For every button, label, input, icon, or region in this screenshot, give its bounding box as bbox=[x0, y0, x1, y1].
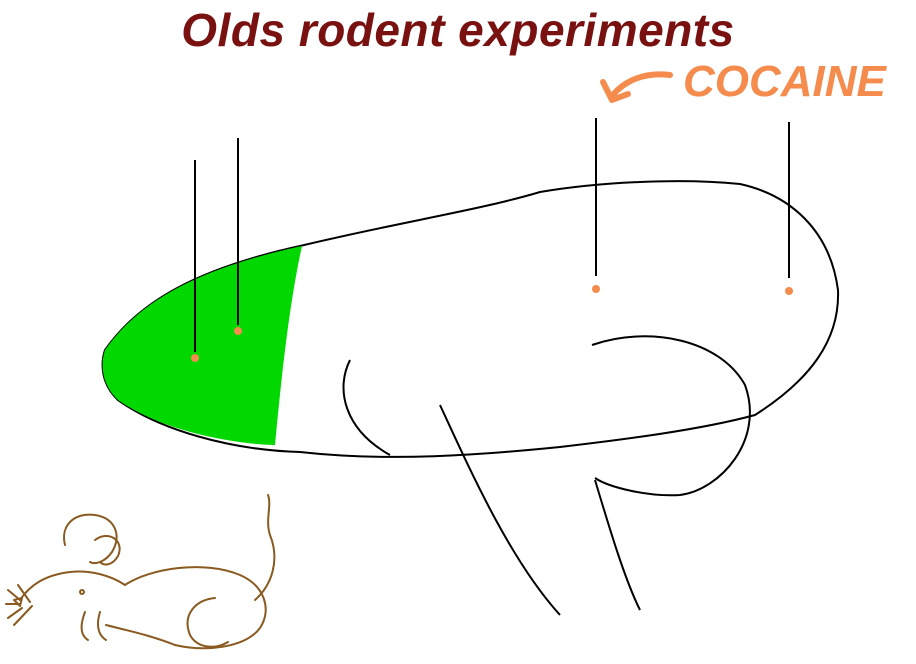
brainstem-left bbox=[440, 405, 560, 615]
electrode-tip-3 bbox=[592, 285, 600, 293]
electrode-tip-2 bbox=[234, 327, 242, 335]
cortex-curve bbox=[343, 360, 390, 455]
curved-arrow-icon bbox=[603, 74, 670, 100]
hippocampus-curve bbox=[592, 336, 750, 495]
electrode-tip-1 bbox=[191, 354, 199, 362]
mouse-sketch-icon bbox=[6, 495, 274, 648]
brainstem-right bbox=[595, 480, 640, 610]
electrode-tip-4 bbox=[785, 287, 793, 295]
